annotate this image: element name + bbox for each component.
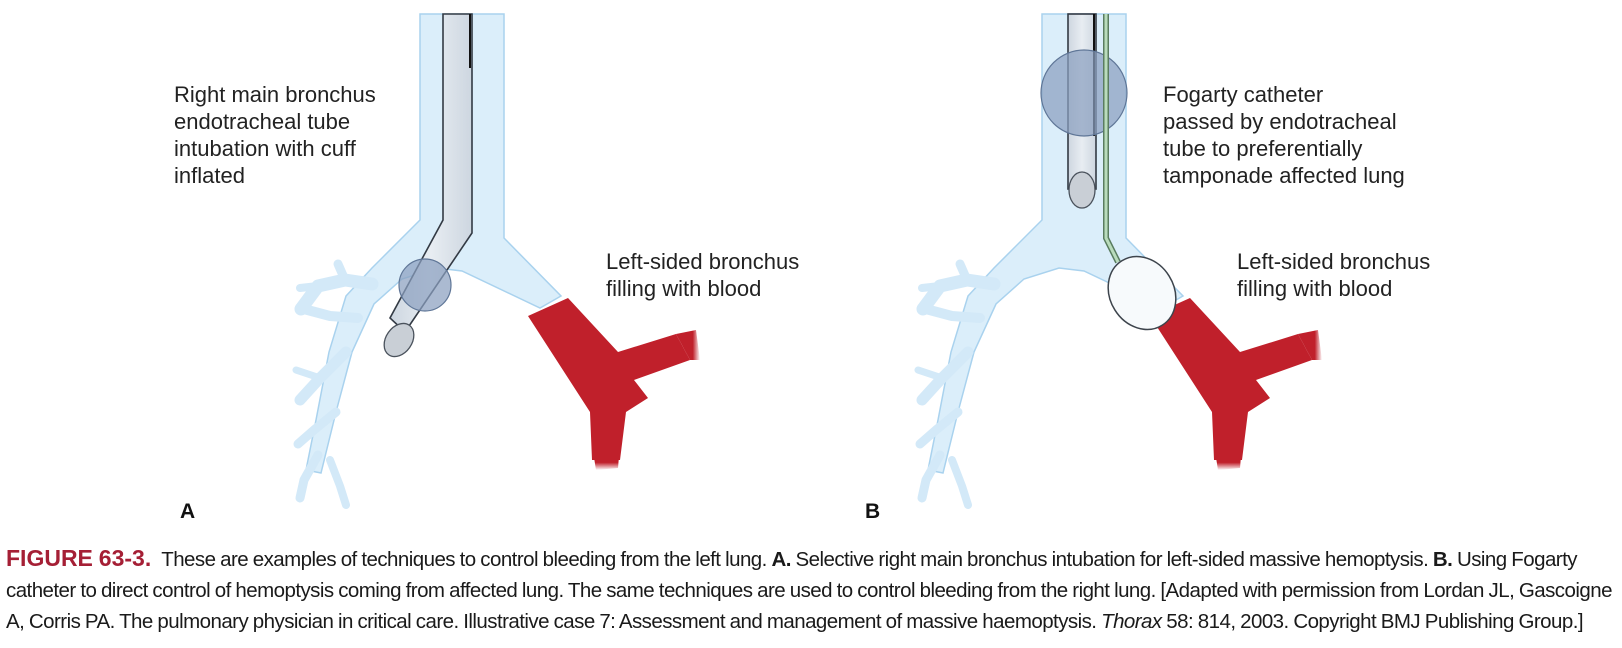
panel-a-left-bronchus-blood bbox=[528, 298, 690, 460]
panel-b-tube-tip bbox=[1068, 171, 1096, 209]
bronchial-diagram bbox=[292, 13, 1322, 509]
caption-text-1: These are examples of techniques to cont… bbox=[161, 548, 767, 571]
panel-a-illustration bbox=[292, 13, 700, 509]
panel-b-left-bronchus-blood bbox=[1150, 298, 1312, 460]
panel-a-tube-tip bbox=[383, 322, 415, 358]
panel-a-blood-label: Left-sided bronchus filling with blood bbox=[606, 249, 800, 301]
panel-b-catheter-label: Fogarty catheter passed by endotracheal … bbox=[1163, 82, 1405, 188]
panel-b-illustration bbox=[914, 13, 1322, 509]
caption-label-b: B. bbox=[1432, 548, 1453, 571]
panel-b-right-bronchi bbox=[914, 259, 1001, 509]
figure-number: FIGURE 63-3. bbox=[6, 545, 152, 571]
panel-b-trachea bbox=[927, 13, 1185, 474]
figure-caption: FIGURE 63-3. These are examples of techni… bbox=[6, 543, 1618, 637]
panel-a-letter: A bbox=[180, 500, 196, 523]
caption-text-2: Selective right main bronchus intubation… bbox=[795, 548, 1429, 571]
panel-a-tube-label: Right main bronchus endotracheal tube in… bbox=[174, 82, 376, 188]
panel-b-letter: B bbox=[865, 500, 881, 523]
caption-label-a: A. bbox=[771, 548, 791, 571]
caption-journal: Thorax bbox=[1101, 610, 1162, 633]
panel-b-blood-label: Left-sided bronchus filling with blood bbox=[1237, 249, 1431, 301]
panel-a-cuff bbox=[398, 258, 452, 312]
panel-a-right-bronchi bbox=[292, 259, 379, 509]
panel-b-fogarty-balloon bbox=[1107, 255, 1177, 331]
caption-text-3: Using Fogarty catheter to direct control… bbox=[6, 548, 1612, 633]
panel-b-cuff bbox=[1040, 49, 1128, 137]
caption-text-4: 58: 814, 2003. Copyright BMJ Publishing … bbox=[1166, 610, 1583, 633]
